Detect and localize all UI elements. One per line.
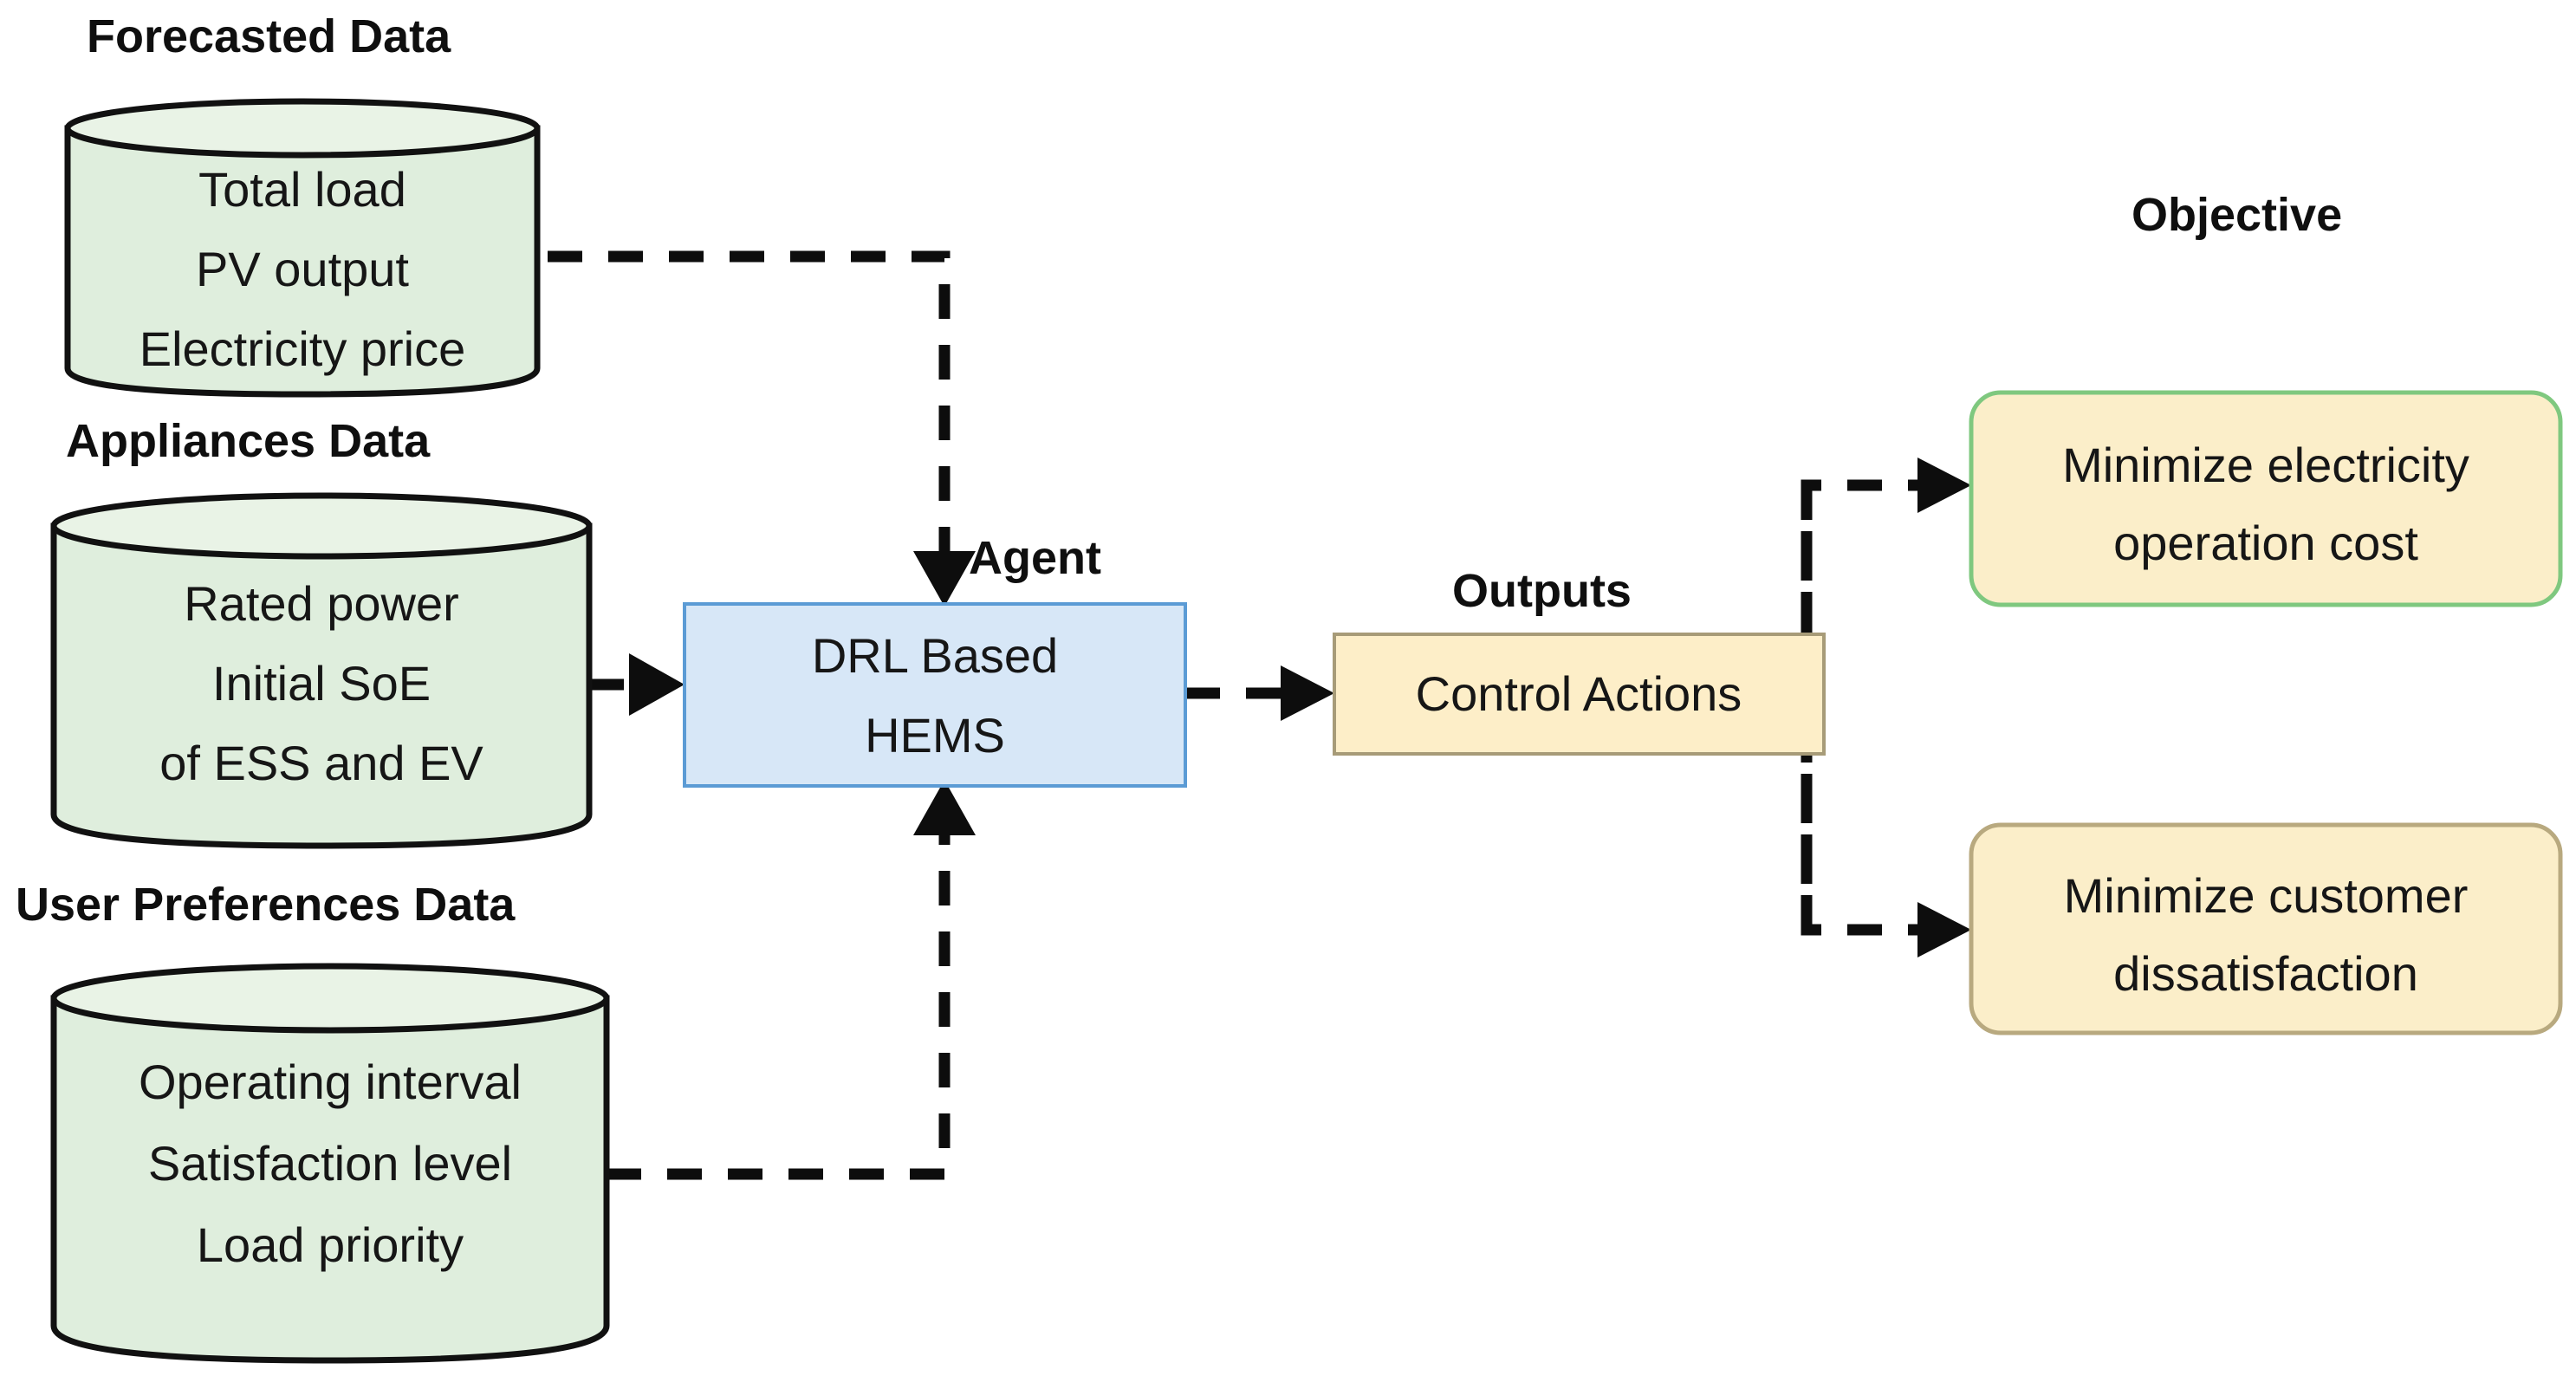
connector-outputs-to-objectives: [1801, 458, 1971, 957]
cylinder-appliances-data: Rated power Initial SoE of ESS and EV: [50, 492, 593, 849]
heading-user-preferences-data: User Preferences Data: [16, 879, 516, 931]
forecasted-line-3: Electricity price: [140, 321, 466, 376]
objective-2-line-2: dissatisfaction: [2113, 946, 2418, 1001]
objective-2-line-1: Minimize customer: [2064, 868, 2469, 923]
heading-appliances-data: Appliances Data: [66, 415, 431, 467]
heading-forecasted-data: Forecasted Data: [87, 10, 451, 62]
cylinder-user-preferences-data: Operating interval Satisfaction level Lo…: [50, 963, 610, 1364]
objective-1-line-1: Minimize electricity: [2062, 438, 2469, 492]
connector-appliances-to-agent: [589, 653, 685, 716]
arrowhead-down-agent: [913, 551, 976, 607]
arrowhead-right-outputs: [1281, 665, 1334, 721]
hems-line-1: DRL Based: [812, 628, 1058, 683]
heading-objective: Objective: [2132, 189, 2342, 241]
arrowhead-up-agent: [913, 780, 976, 835]
connector-agent-to-outputs: [1185, 665, 1334, 721]
preferences-line-1: Operating interval: [139, 1055, 522, 1109]
arrowhead-right-agent: [629, 653, 685, 716]
hems-line-2: HEMS: [865, 708, 1005, 763]
heading-agent: Agent: [969, 532, 1101, 584]
arrowhead-right-objective-cost: [1917, 458, 1971, 513]
control-actions-label: Control Actions: [1416, 666, 1742, 721]
arrowhead-right-objective-dissatisfaction: [1917, 902, 1971, 957]
appliances-line-2: Initial SoE: [212, 656, 431, 711]
connector-forecasted-to-agent: [548, 250, 976, 607]
node-minimize-customer-dissatisfaction[interactable]: Minimize customer dissatisfaction: [1969, 822, 2563, 1035]
appliances-line-1: Rated power: [184, 576, 459, 631]
cylinder-forecasted-data: Total load PV output Electricity price: [64, 98, 541, 398]
node-minimize-electricity-operation-cost[interactable]: Minimize electricity operation cost: [1969, 390, 2563, 607]
heading-outputs: Outputs: [1452, 565, 1632, 617]
node-control-actions[interactable]: Control Actions: [1333, 633, 1826, 756]
forecasted-line-2: PV output: [196, 242, 409, 296]
preferences-line-3: Load priority: [197, 1217, 464, 1272]
connector-preferences-to-agent: [607, 780, 976, 1180]
node-drl-based-hems[interactable]: DRL Based HEMS: [683, 602, 1187, 788]
objective-1-line-2: operation cost: [2113, 516, 2418, 570]
appliances-line-3: of ESS and EV: [159, 736, 483, 790]
preferences-line-2: Satisfaction level: [148, 1136, 512, 1191]
forecasted-line-1: Total load: [198, 162, 406, 217]
